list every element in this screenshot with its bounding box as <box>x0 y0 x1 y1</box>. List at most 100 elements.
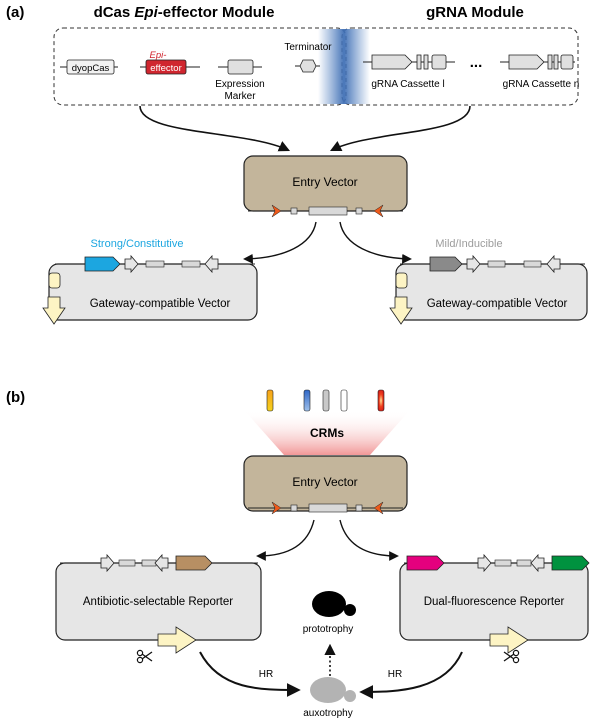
cassette-n-label: gRNA Cassette n <box>503 79 580 90</box>
cassette-n-terminator <box>560 54 574 70</box>
cassette-1-part-a <box>416 54 422 70</box>
hr-right-label: HR <box>388 669 402 680</box>
panel-b-label: (b) <box>6 389 25 406</box>
gateway-left-down-arrow-icon <box>42 296 66 325</box>
att-right-arrow-icon <box>373 204 384 218</box>
gateway-left-att-1 <box>124 254 139 274</box>
expression-label-1: Expression <box>215 79 264 90</box>
cassette-n-part-b <box>553 54 559 70</box>
prototrophy-label: prototrophy <box>303 624 354 635</box>
prototrophy-yeast-icon <box>312 591 346 617</box>
hr-left-arrow <box>199 651 301 697</box>
grna-module-box <box>341 27 579 106</box>
entry-b-part-3 <box>355 504 363 512</box>
entry-a-part-1 <box>290 207 298 215</box>
entry-b-att-right-icon <box>373 501 384 515</box>
antibiotic-part-1 <box>118 559 136 567</box>
gateway-right-part-1 <box>487 260 506 268</box>
cassette-1-promoter-icon <box>371 54 413 70</box>
entry-vector-a-label: Entry Vector <box>292 175 357 189</box>
arrow-entry-to-strong <box>243 221 317 264</box>
antibiotic-reporter-label: Antibiotic-selectable Reporter <box>83 596 233 608</box>
arrow-grna-to-entry <box>329 105 471 152</box>
dcas-module-title: dCas Epi-effector Module <box>94 4 275 21</box>
arrow-entry-to-antibiotic <box>256 519 315 561</box>
auxotrophy-label: auxotrophy <box>303 708 352 719</box>
gateway-right-part-2 <box>523 260 542 268</box>
crm-bar-yellow <box>266 389 274 412</box>
dual-att-2 <box>530 553 545 573</box>
strong-promoter-icon <box>84 256 121 272</box>
magenta-fluorescent-gene-icon <box>406 555 445 571</box>
terminator-label: Terminator <box>284 42 332 53</box>
cassette-n-promoter-icon <box>508 54 545 70</box>
auxotrophy-yeast-icon <box>310 677 346 703</box>
dual-att-1 <box>477 553 492 573</box>
scissors-left-icon <box>136 649 153 664</box>
arrow-dcas-to-entry <box>139 105 291 152</box>
hr-right-arrow <box>359 651 463 699</box>
crm-bar-white <box>340 389 348 412</box>
dual-part-1 <box>494 559 512 567</box>
arrow-entry-to-mild <box>339 221 412 264</box>
cassette-ellipsis: ... <box>470 54 483 71</box>
gateway-right-att-2 <box>546 254 561 274</box>
crm-bar-red <box>377 389 385 412</box>
antibiotic-att-2 <box>154 553 169 573</box>
gateway-vector-right-box <box>395 263 588 321</box>
prototrophy-bud-icon <box>344 604 356 616</box>
blue-junction-left <box>318 29 344 104</box>
dual-cassette-arrow-icon <box>489 626 529 654</box>
gateway-right-label: Gateway-compatible Vector <box>427 298 568 310</box>
panel-a-label: (a) <box>6 4 24 21</box>
dual-reporter-label: Dual-fluorescence Reporter <box>424 596 565 608</box>
strong-constitutive-label: Strong/Constitutive <box>91 238 184 250</box>
gateway-left-label: Gateway-compatible Vector <box>90 298 231 310</box>
arrow-entry-to-dual <box>339 519 399 561</box>
auxotrophy-bud-icon <box>344 690 356 702</box>
crm-funnel <box>244 410 410 455</box>
cassette-1-part-b <box>423 54 429 70</box>
entry-b-part-2 <box>308 503 348 513</box>
gateway-right-marker <box>395 272 408 289</box>
epi-label: Epi- <box>150 50 167 61</box>
entry-a-part-2 <box>308 206 348 216</box>
entry-b-part-1 <box>290 504 298 512</box>
entry-a-part-3 <box>355 207 363 215</box>
crm-bar-gray <box>322 389 330 412</box>
mild-promoter-icon <box>429 256 463 272</box>
antibiotic-att-1 <box>100 553 115 573</box>
antibiotic-cassette-arrow-icon <box>157 626 197 654</box>
gateway-left-part-1 <box>145 260 165 268</box>
att-left-arrow-icon <box>271 204 282 218</box>
grna-module-title: gRNA Module <box>426 4 524 21</box>
hr-left-label: HR <box>259 669 273 680</box>
marker-box <box>227 59 254 75</box>
dyopcas-label: dyopCas <box>72 63 110 74</box>
antibiotic-part-2 <box>141 559 157 567</box>
antibiotic-gene-icon <box>175 555 213 571</box>
dyopcas-box <box>66 59 115 75</box>
terminator-icon <box>299 59 317 73</box>
cassette-1-terminator <box>431 54 447 70</box>
gateway-vector-left-box <box>48 263 258 321</box>
mild-inducible-label: Mild/Inducible <box>435 238 502 250</box>
effector-box <box>145 59 187 75</box>
gateway-right-down-arrow-icon <box>389 296 413 325</box>
crm-bar-blue <box>303 389 311 412</box>
gateway-left-part-2 <box>181 260 201 268</box>
gateway-left-marker <box>48 272 61 289</box>
scissors-right-icon <box>503 649 520 664</box>
blue-junction-right <box>344 29 370 104</box>
green-fluorescent-gene-icon <box>551 555 590 571</box>
cassette-1-label: gRNA Cassette l <box>371 79 444 90</box>
effector-label: effector <box>150 63 182 74</box>
crms-label: CRMs <box>310 426 344 440</box>
dual-part-2 <box>516 559 532 567</box>
cassette-n-part-a <box>547 54 553 70</box>
gateway-right-att-1 <box>466 254 481 274</box>
gateway-left-att-2 <box>204 254 219 274</box>
entry-b-att-left-icon <box>271 501 282 515</box>
